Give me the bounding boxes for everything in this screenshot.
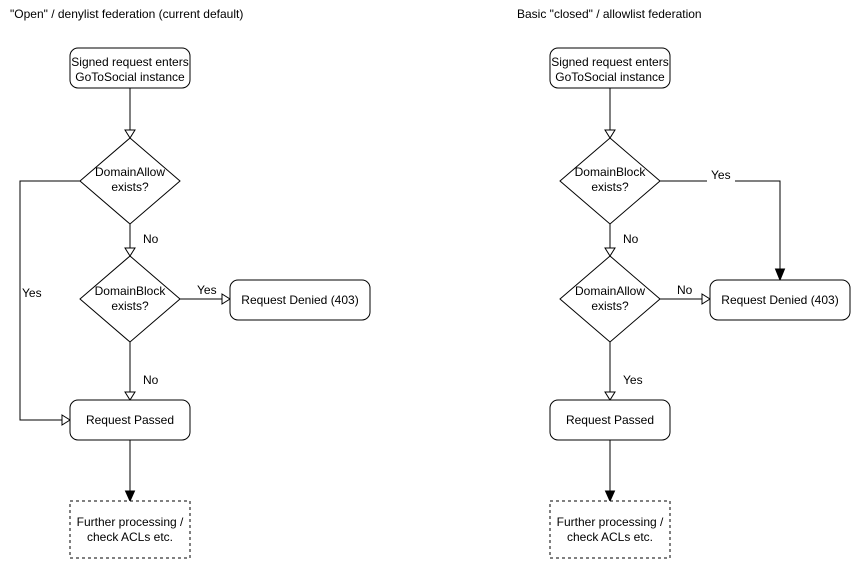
right-arrowhead-start-decision1 — [604, 129, 616, 139]
right-arrowhead-decision2-denied — [701, 293, 711, 305]
right-edge-decision1-yes-denied — [660, 180, 781, 269]
right-passed-label: Request Passed — [566, 413, 654, 427]
left-arrowhead-passed-further — [124, 490, 136, 503]
left-flowchart: "Open" / denylist federation (current de… — [10, 7, 371, 559]
right-arrowhead-decision2-passed — [604, 391, 616, 401]
left-arrowhead-decision2-denied — [221, 293, 231, 305]
left-further-label-line2: check ACLs etc. — [87, 530, 173, 544]
right-denied-node — [709, 279, 851, 321]
left-decision1-label-line1: DomainAllow — [95, 165, 165, 179]
left-label-decision2-no: No — [143, 373, 159, 387]
left-arrowhead-decision2-passed — [124, 391, 136, 401]
left-start-label-line2: GoToSocial instance — [75, 70, 185, 84]
left-further-label-line1: Further processing / — [77, 515, 184, 529]
right-flowchart: Basic "closed" / allowlist federation Si… — [517, 7, 851, 559]
left-label-decision1-yes: Yes — [22, 286, 42, 300]
left-arrowhead-decision1-decision2 — [124, 247, 136, 257]
right-decision1-label-line2: exists? — [591, 180, 629, 194]
right-decision2-label-line1: DomainAllow — [575, 284, 645, 298]
left-decision2-label-line1: DomainBlock — [95, 284, 167, 298]
right-decision2-label-line2: exists? — [591, 299, 629, 313]
right-title: Basic "closed" / allowlist federation — [517, 7, 702, 21]
right-denied-label: Request Denied (403) — [721, 293, 838, 307]
left-denied-label: Request Denied (403) — [241, 293, 358, 307]
left-start-label-line1: Signed request enters — [71, 55, 188, 69]
left-label-decision2-yes: Yes — [197, 283, 217, 297]
left-decision2-label-line2: exists? — [111, 299, 149, 313]
left-title: "Open" / denylist federation (current de… — [10, 7, 243, 21]
right-further-label-line2: check ACLs etc. — [567, 530, 653, 544]
right-label-decision1-no: No — [623, 232, 639, 246]
left-edge-decision1-yes-passed — [19, 180, 80, 421]
right-label-decision1-yes: Yes — [711, 168, 731, 182]
right-start-label-line1: Signed request enters — [551, 55, 668, 69]
left-decision1-label-line2: exists? — [111, 180, 149, 194]
right-further-node — [549, 500, 671, 559]
left-passed-label: Request Passed — [86, 413, 174, 427]
right-arrowhead-yes-denied — [774, 268, 786, 282]
left-further-node — [69, 500, 191, 559]
left-label-decision1-no: No — [143, 232, 159, 246]
left-denied-node — [229, 279, 371, 321]
right-label-decision1-yes-bg — [707, 168, 735, 182]
left-arrowhead-yes-passed — [61, 414, 71, 426]
right-further-label-line1: Further processing / — [557, 515, 664, 529]
right-arrowhead-decision1-decision2 — [604, 247, 616, 257]
right-start-label-line2: GoToSocial instance — [555, 70, 665, 84]
right-arrowhead-passed-further — [604, 490, 616, 503]
right-label-decision2-no: No — [677, 283, 693, 297]
right-decision1-label-line1: DomainBlock — [575, 165, 647, 179]
left-arrowhead-start-decision1 — [124, 129, 136, 139]
right-label-decision2-yes: Yes — [623, 373, 643, 387]
